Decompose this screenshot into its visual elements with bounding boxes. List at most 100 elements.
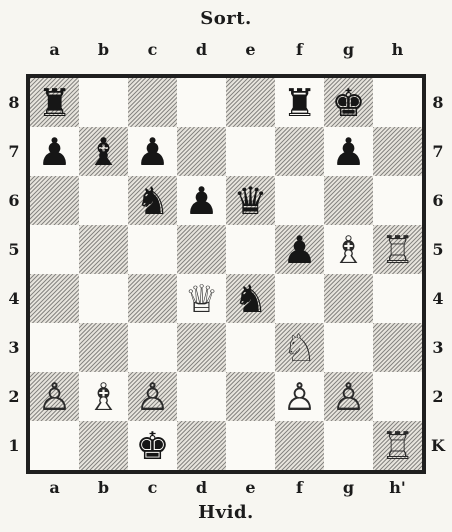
square-e6[interactable]: ♛ <box>226 176 275 225</box>
square-b1[interactable] <box>79 421 128 470</box>
square-f6[interactable] <box>275 176 324 225</box>
black-knight-icon[interactable]: ♞ <box>233 280 267 318</box>
black-knight-icon[interactable]: ♞ <box>135 182 169 220</box>
white-pawn-icon[interactable]: ♙ <box>282 378 316 416</box>
square-g1[interactable] <box>324 421 373 470</box>
square-b2[interactable]: ♗ <box>79 372 128 421</box>
white-bishop-icon[interactable]: ♗ <box>331 231 365 269</box>
square-c6[interactable]: ♞ <box>128 176 177 225</box>
square-g7[interactable]: ♟ <box>324 127 373 176</box>
square-d3[interactable] <box>177 323 226 372</box>
black-queen-icon[interactable]: ♛ <box>233 182 267 220</box>
white-rook-icon[interactable]: ♖ <box>380 427 414 465</box>
black-side-label: Sort. <box>0 8 452 29</box>
square-c5[interactable] <box>128 225 177 274</box>
square-h2[interactable] <box>373 372 422 421</box>
square-e2[interactable] <box>226 372 275 421</box>
square-a4[interactable] <box>30 274 79 323</box>
white-queen-icon[interactable]: ♕ <box>184 280 218 318</box>
white-knight-icon[interactable]: ♘ <box>282 329 316 367</box>
square-h6[interactable] <box>373 176 422 225</box>
square-c8[interactable] <box>128 78 177 127</box>
square-f7[interactable] <box>275 127 324 176</box>
square-h7[interactable] <box>373 127 422 176</box>
square-e4[interactable]: ♞ <box>226 274 275 323</box>
square-d7[interactable] <box>177 127 226 176</box>
square-f3[interactable]: ♘ <box>275 323 324 372</box>
square-f8[interactable]: ♜ <box>275 78 324 127</box>
black-rook-icon[interactable]: ♜ <box>37 84 71 122</box>
square-g5[interactable]: ♗ <box>324 225 373 274</box>
square-b8[interactable] <box>79 78 128 127</box>
rank-labels-right: 8 7 6 5 4 3 2 K <box>428 78 448 470</box>
white-pawn-icon[interactable]: ♙ <box>135 378 169 416</box>
square-h5[interactable]: ♖ <box>373 225 422 274</box>
square-d4[interactable]: ♕ <box>177 274 226 323</box>
square-f1[interactable] <box>275 421 324 470</box>
square-f2[interactable]: ♙ <box>275 372 324 421</box>
square-a3[interactable] <box>30 323 79 372</box>
square-c1[interactable]: ♚ <box>128 421 177 470</box>
square-f4[interactable] <box>275 274 324 323</box>
black-pawn-icon[interactable]: ♟ <box>135 133 169 171</box>
black-pawn-icon[interactable]: ♟ <box>37 133 71 171</box>
square-c2[interactable]: ♙ <box>128 372 177 421</box>
black-pawn-icon[interactable]: ♟ <box>282 231 316 269</box>
file-labels-top: a b c d e f g h <box>30 40 422 60</box>
square-f5[interactable]: ♟ <box>275 225 324 274</box>
white-pawn-icon[interactable]: ♙ <box>37 378 71 416</box>
square-b6[interactable] <box>79 176 128 225</box>
square-h1[interactable]: ♖ <box>373 421 422 470</box>
square-b5[interactable] <box>79 225 128 274</box>
chess-board: ♜ ♜ ♚ ♟ ♝ ♟ ♟ ♞ ♟ ♛ ♟ ♗ ♖ ♕ ♞ ♘ ♙ ♗ ♙ ♙ ♙ ♚ ♖ <box>30 78 422 470</box>
white-pawn-icon[interactable]: ♙ <box>331 378 365 416</box>
square-c7[interactable]: ♟ <box>128 127 177 176</box>
square-h8[interactable] <box>373 78 422 127</box>
square-d5[interactable] <box>177 225 226 274</box>
square-d1[interactable] <box>177 421 226 470</box>
square-b7[interactable]: ♝ <box>79 127 128 176</box>
square-a6[interactable] <box>30 176 79 225</box>
square-a7[interactable]: ♟ <box>30 127 79 176</box>
square-g6[interactable] <box>324 176 373 225</box>
square-g2[interactable]: ♙ <box>324 372 373 421</box>
square-a8[interactable]: ♜ <box>30 78 79 127</box>
file-label: b <box>79 40 128 60</box>
file-label: a <box>30 40 79 60</box>
rank-labels-left: 8 7 6 5 4 3 2 1 <box>4 78 24 470</box>
square-e8[interactable] <box>226 78 275 127</box>
square-c4[interactable] <box>128 274 177 323</box>
file-label: a <box>30 478 79 498</box>
rank-label: 5 <box>4 225 24 274</box>
square-g4[interactable] <box>324 274 373 323</box>
white-bishop-icon[interactable]: ♗ <box>86 378 120 416</box>
square-c3[interactable] <box>128 323 177 372</box>
square-h4[interactable] <box>373 274 422 323</box>
black-bishop-icon[interactable]: ♝ <box>86 133 120 171</box>
square-d8[interactable] <box>177 78 226 127</box>
square-a5[interactable] <box>30 225 79 274</box>
square-a2[interactable]: ♙ <box>30 372 79 421</box>
file-label: d <box>177 40 226 60</box>
square-g8[interactable]: ♚ <box>324 78 373 127</box>
square-g3[interactable] <box>324 323 373 372</box>
square-e3[interactable] <box>226 323 275 372</box>
file-labels-bottom: a b c d e f g h' <box>30 478 422 498</box>
rank-label: 6 <box>4 176 24 225</box>
white-rook-icon[interactable]: ♖ <box>380 231 414 269</box>
square-e1[interactable] <box>226 421 275 470</box>
square-a1[interactable] <box>30 421 79 470</box>
file-label: e <box>226 40 275 60</box>
square-h3[interactable] <box>373 323 422 372</box>
square-b3[interactable] <box>79 323 128 372</box>
square-b4[interactable] <box>79 274 128 323</box>
square-d6[interactable]: ♟ <box>177 176 226 225</box>
square-e7[interactable] <box>226 127 275 176</box>
black-king-icon[interactable]: ♚ <box>331 84 365 122</box>
black-pawn-icon[interactable]: ♟ <box>184 182 218 220</box>
square-e5[interactable] <box>226 225 275 274</box>
black-king-icon[interactable]: ♚ <box>135 427 169 465</box>
black-pawn-icon[interactable]: ♟ <box>331 133 365 171</box>
black-rook-icon[interactable]: ♜ <box>282 84 316 122</box>
square-d2[interactable] <box>177 372 226 421</box>
